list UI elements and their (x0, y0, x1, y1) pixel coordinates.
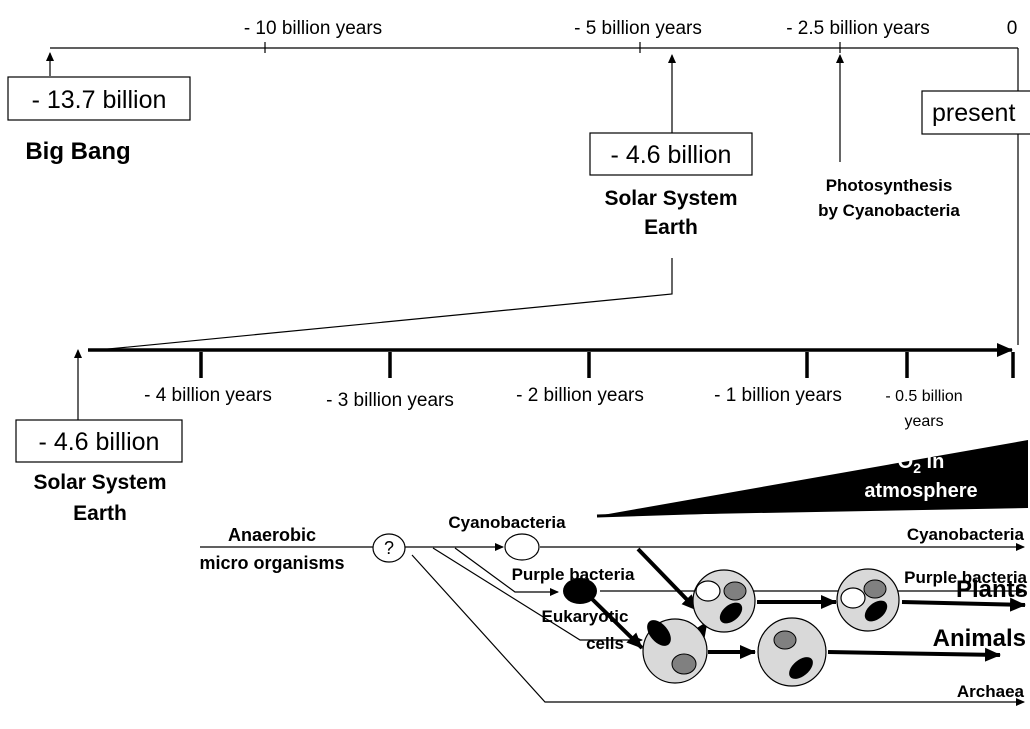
oxygen-label-in: in (921, 451, 944, 473)
top-timeline: - 10 billion years - 5 billion years - 2… (8, 18, 1030, 345)
oxygen-label-o: O (898, 451, 914, 473)
anaerobic-label-2: micro organisms (199, 553, 344, 573)
eukaryotic-label-2: cells (586, 634, 624, 653)
solar-value: - 4.6 billion (611, 141, 732, 169)
top-tick-label-2-5: - 2.5 billion years (786, 18, 930, 39)
out-animals-label: Animals (933, 625, 1026, 652)
cyano-label: Cyanobacteria (448, 513, 566, 532)
plant-cell-1 (693, 570, 755, 632)
eukaryotic-cell (642, 616, 707, 683)
bottom-tick-label-4: - 4 billion years (144, 385, 272, 406)
top-tick-label-0: 0 (1007, 18, 1018, 39)
photo-label-2: by Cyanobacteria (818, 201, 960, 220)
start-label-1: Solar System (33, 471, 166, 494)
cyano-node (505, 534, 539, 560)
oxygen-wedge (597, 440, 1028, 516)
bottom-tick-label-0-5-1: - 0.5 billion (885, 388, 962, 405)
photo-label-1: Photosynthesis (826, 176, 953, 195)
plant-cell-2 (837, 569, 899, 631)
bottom-tick-label-2: - 2 billion years (516, 385, 644, 406)
animals-output-arrow (828, 652, 1000, 655)
top-tick-label-10: - 10 billion years (244, 18, 382, 39)
top-tick-label-5: - 5 billion years (574, 18, 702, 39)
solar-label-1: Solar System (604, 187, 737, 210)
big-bang-value: - 13.7 billion (32, 86, 167, 114)
purple-label: Purple bacteria (512, 565, 635, 584)
big-bang-label: Big Bang (25, 138, 130, 165)
animal-cell (758, 618, 826, 686)
bottom-tick-label-3: - 3 billion years (326, 390, 454, 411)
root-question: ? (384, 538, 394, 558)
zoom-connector (98, 258, 672, 350)
oxygen-label-2: atmosphere (864, 480, 977, 502)
cyano-to-plant-arrow (638, 549, 697, 610)
out-archaea-label: Archaea (957, 682, 1025, 701)
oxygen-label-1: O2 in (898, 451, 945, 476)
solar-label-2: Earth (644, 216, 698, 239)
oxygen-indicator: O2 in atmosphere (597, 440, 1028, 516)
start-label-2: Earth (73, 502, 127, 525)
bottom-tick-label-1: - 1 billion years (714, 385, 842, 406)
out-plants-label: Plants (956, 576, 1028, 603)
start-value: - 4.6 billion (39, 428, 160, 456)
phylogeny-tree: ? Anaerobic micro (199, 513, 1028, 702)
anaerobic-label-1: Anaerobic (228, 525, 316, 545)
oxygen-baseline (597, 512, 720, 516)
eukaryotic-label-1: Eukaryotic (542, 607, 629, 626)
bottom-tick-label-0-5-2: years (904, 413, 943, 430)
present-value: present (932, 99, 1015, 127)
out-cyano-label: Cyanobacteria (907, 525, 1025, 544)
root-to-euk (433, 548, 642, 640)
oxygen-label-sub: 2 (913, 460, 921, 476)
